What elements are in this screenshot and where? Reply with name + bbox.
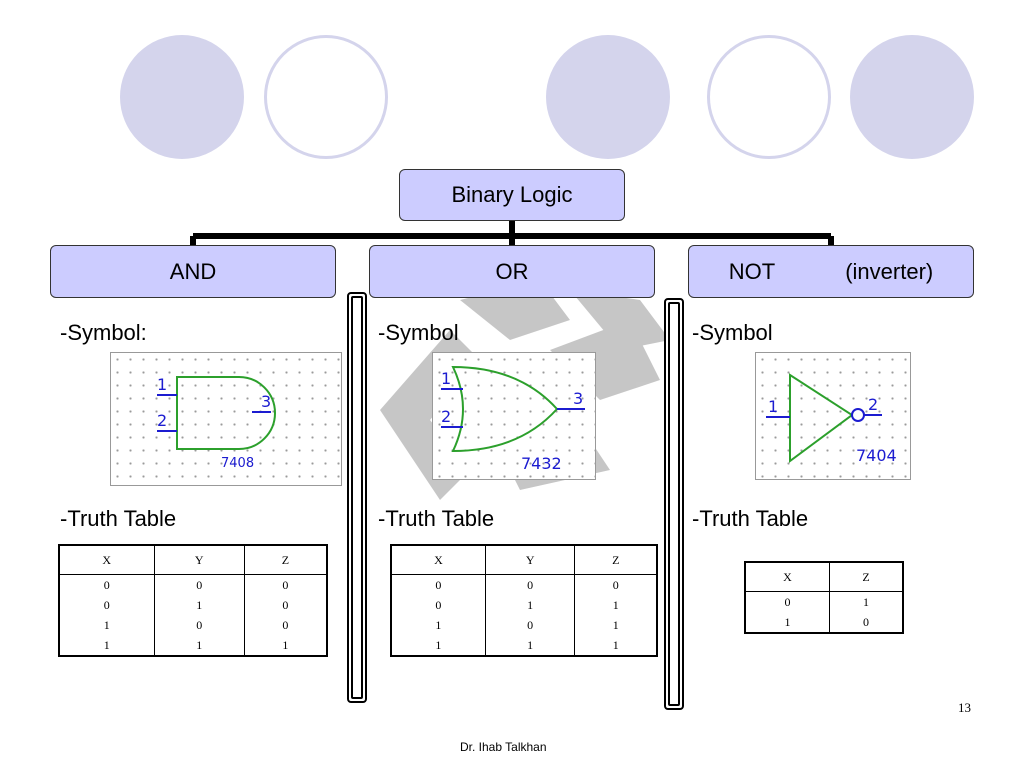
and-gate-symbol: 1 2 3 7408	[110, 352, 342, 486]
and-col-z: Z	[243, 545, 328, 575]
and-label: AND	[169, 258, 217, 284]
or-truth-label: -Truth Table	[378, 506, 495, 531]
or-symbol-label: -Symbol	[378, 320, 459, 345]
not-label: NOT	[728, 258, 776, 284]
not-symbol-label: -Symbol	[692, 320, 773, 345]
or-label: OR	[495, 258, 529, 284]
and-pin-out: 3	[261, 392, 271, 411]
not-pin-in: 1	[768, 397, 778, 416]
or-col-x: X	[390, 545, 486, 575]
cell: 1	[390, 635, 486, 656]
not-box: NOT (inverter)	[688, 245, 974, 298]
cell: 0	[744, 591, 831, 612]
cell: 1	[58, 615, 155, 635]
or-col-z: Z	[574, 545, 658, 575]
cell: 0	[58, 574, 155, 595]
binary-logic-box: Binary Logic	[399, 169, 625, 221]
cell: 1	[58, 635, 155, 656]
and-symbol-label: -Symbol:	[60, 320, 147, 345]
or-chip-number: 7432	[521, 454, 562, 473]
cell: 1	[829, 591, 904, 612]
and-col-y: Y	[153, 545, 245, 575]
cell: 1	[574, 635, 658, 656]
binary-logic-label: Binary Logic	[451, 182, 573, 207]
not-chip-number: 7404	[856, 446, 897, 465]
tree-connector	[190, 220, 834, 246]
cell: 1	[390, 615, 486, 635]
or-pin-out: 3	[573, 389, 583, 408]
cell: 0	[484, 615, 576, 635]
cell: 0	[574, 574, 658, 595]
cell: 0	[390, 595, 486, 615]
cell: 0	[153, 574, 245, 595]
column-divider-left	[347, 292, 367, 703]
page-number: 13	[958, 700, 971, 715]
cell: 1	[484, 635, 576, 656]
or-gate-symbol: 1 2 3 7432	[432, 352, 596, 480]
cell: 0	[153, 615, 245, 635]
and-pin-in1: 1	[157, 375, 167, 394]
or-col-y: Y	[484, 545, 576, 575]
cell: 0	[243, 574, 328, 595]
and-chip-number: 7408	[221, 456, 254, 471]
or-pin-in1: 1	[441, 369, 451, 388]
not-label-note: (inverter)	[845, 258, 934, 284]
decor-circle-1	[120, 35, 244, 159]
cell: 1	[153, 595, 245, 615]
not-col-z: Z	[829, 562, 904, 592]
cell: 0	[829, 612, 904, 633]
cell: 1	[574, 595, 658, 615]
decor-circle-5	[850, 35, 974, 159]
cell: 1	[744, 612, 831, 633]
cell: 0	[484, 574, 576, 595]
cell: 1	[574, 615, 658, 635]
decor-circle-2	[264, 35, 388, 159]
cell: 0	[390, 574, 486, 595]
not-gate-symbol: 1 2 7404	[755, 352, 911, 480]
cell: 0	[243, 615, 328, 635]
column-divider-right	[664, 298, 684, 710]
or-box: OR	[369, 245, 655, 298]
not-pin-out: 2	[868, 395, 878, 414]
and-truth-label: -Truth Table	[60, 506, 177, 531]
and-col-x: X	[58, 545, 155, 575]
not-col-x: X	[744, 562, 831, 592]
and-box: AND	[50, 245, 336, 298]
cell: 0	[58, 595, 155, 615]
footer-author: Dr. Ihab Talkhan	[460, 740, 547, 754]
cell: 0	[243, 595, 328, 615]
decor-circle-4	[707, 35, 831, 159]
or-pin-in2: 2	[441, 407, 451, 426]
decor-circle-3	[546, 35, 670, 159]
not-truth-label: -Truth Table	[692, 506, 809, 531]
cell: 1	[243, 635, 328, 656]
cell: 1	[484, 595, 576, 615]
and-pin-in2: 2	[157, 411, 167, 430]
cell: 1	[153, 635, 245, 656]
